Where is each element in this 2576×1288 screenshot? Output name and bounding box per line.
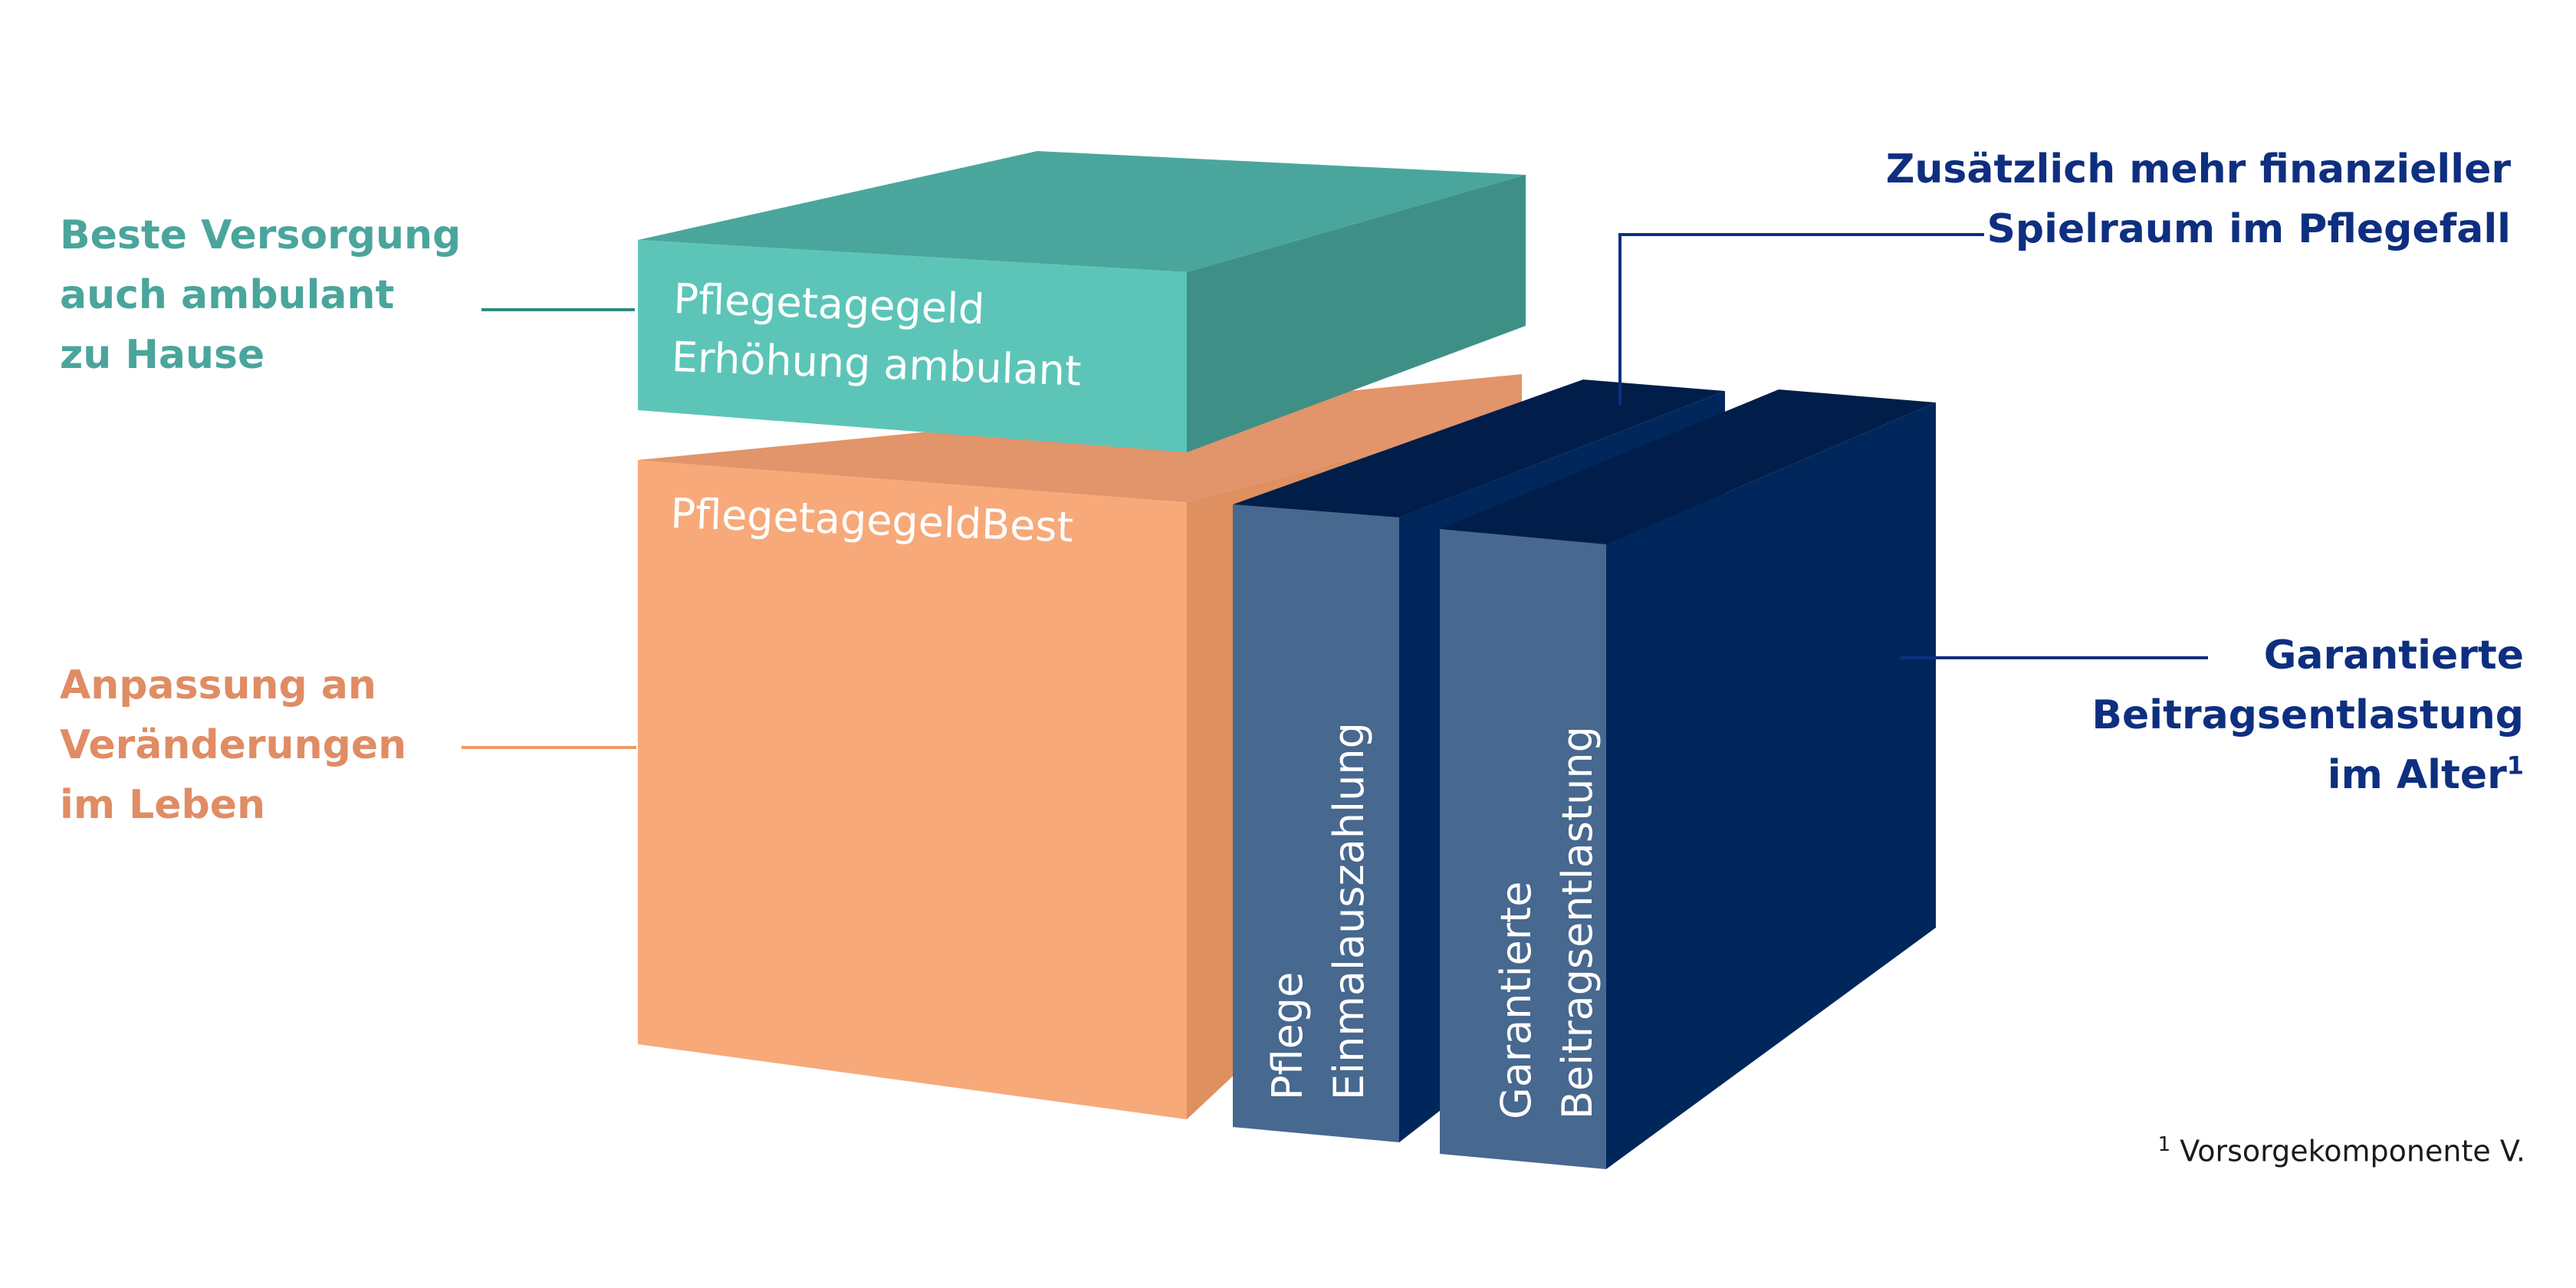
footnote-number: 1 [2157,1133,2171,1156]
block-label-line: Beitragsentlastung [1553,726,1602,1119]
pflege-block-top [1233,380,1725,518]
block-label-line: Einmalauszahlung [1325,722,1373,1100]
navy-top-connector-line [1618,233,1984,405]
callout-finanzieller-spielraum: Zusätzlich mehr finanzieller Spielraum i… [1886,140,2511,259]
garantiert-block-front [1440,529,1606,1169]
callout-line: Beitragsentlastung [2091,692,2524,738]
orange-block-front [638,460,1187,1119]
footnote-marker: 1 [2506,751,2524,780]
pflegetagegeld-erhoehung-block [638,151,1526,452]
callout-line: im Leben [60,782,266,828]
footnote: 1 Vorsorgekomponente V. [2158,1133,2525,1168]
garantiert-block-label: Garantierte Beitragsentlastung [1486,726,1608,1119]
callout-line: im Alter1 [2091,745,2524,805]
teal-block-front [638,240,1187,452]
block-label-line: Garantierte [1492,881,1540,1119]
footnote-text: Vorsorgekomponente V. [2180,1134,2525,1168]
callout-line: Beste Versorgung [60,212,462,258]
pflege-block-label: Pflege Einmalauszahlung [1257,722,1380,1100]
teal-block-label: Pflegetagegeld Erhöhung ambulant [671,270,1084,401]
callout-line: Garantierte [2263,632,2524,678]
block-label-line: Pflege [1263,971,1312,1100]
callout-line: Anpassung an [60,662,376,708]
callout-anpassung: Anpassung an Veränderungen im Leben [60,656,406,835]
callout-line: zu Hause [60,332,265,378]
garantierte-beitragsentlastung-block [1440,389,1936,1169]
garantiert-block-side [1606,402,1936,1169]
callout-line: Veränderungen [60,722,407,768]
callout-line: auch ambulant [60,272,395,318]
teal-block-top [638,151,1526,272]
garantiert-block-top [1440,389,1936,544]
callout-line-text: im Alter [2327,752,2507,798]
callout-beitragsentlastung: Garantierte Beitragsentlastung im Alter1 [2091,626,2524,805]
callout-line: Spielraum im Pflegefall [1986,206,2511,252]
pflege-block-front [1233,504,1399,1142]
callout-line: Zusätzlich mehr finanzieller [1885,146,2511,192]
teal-block-side [1187,175,1526,452]
callout-beste-versorgung: Beste Versorgung auch ambulant zu Hause [60,205,461,385]
